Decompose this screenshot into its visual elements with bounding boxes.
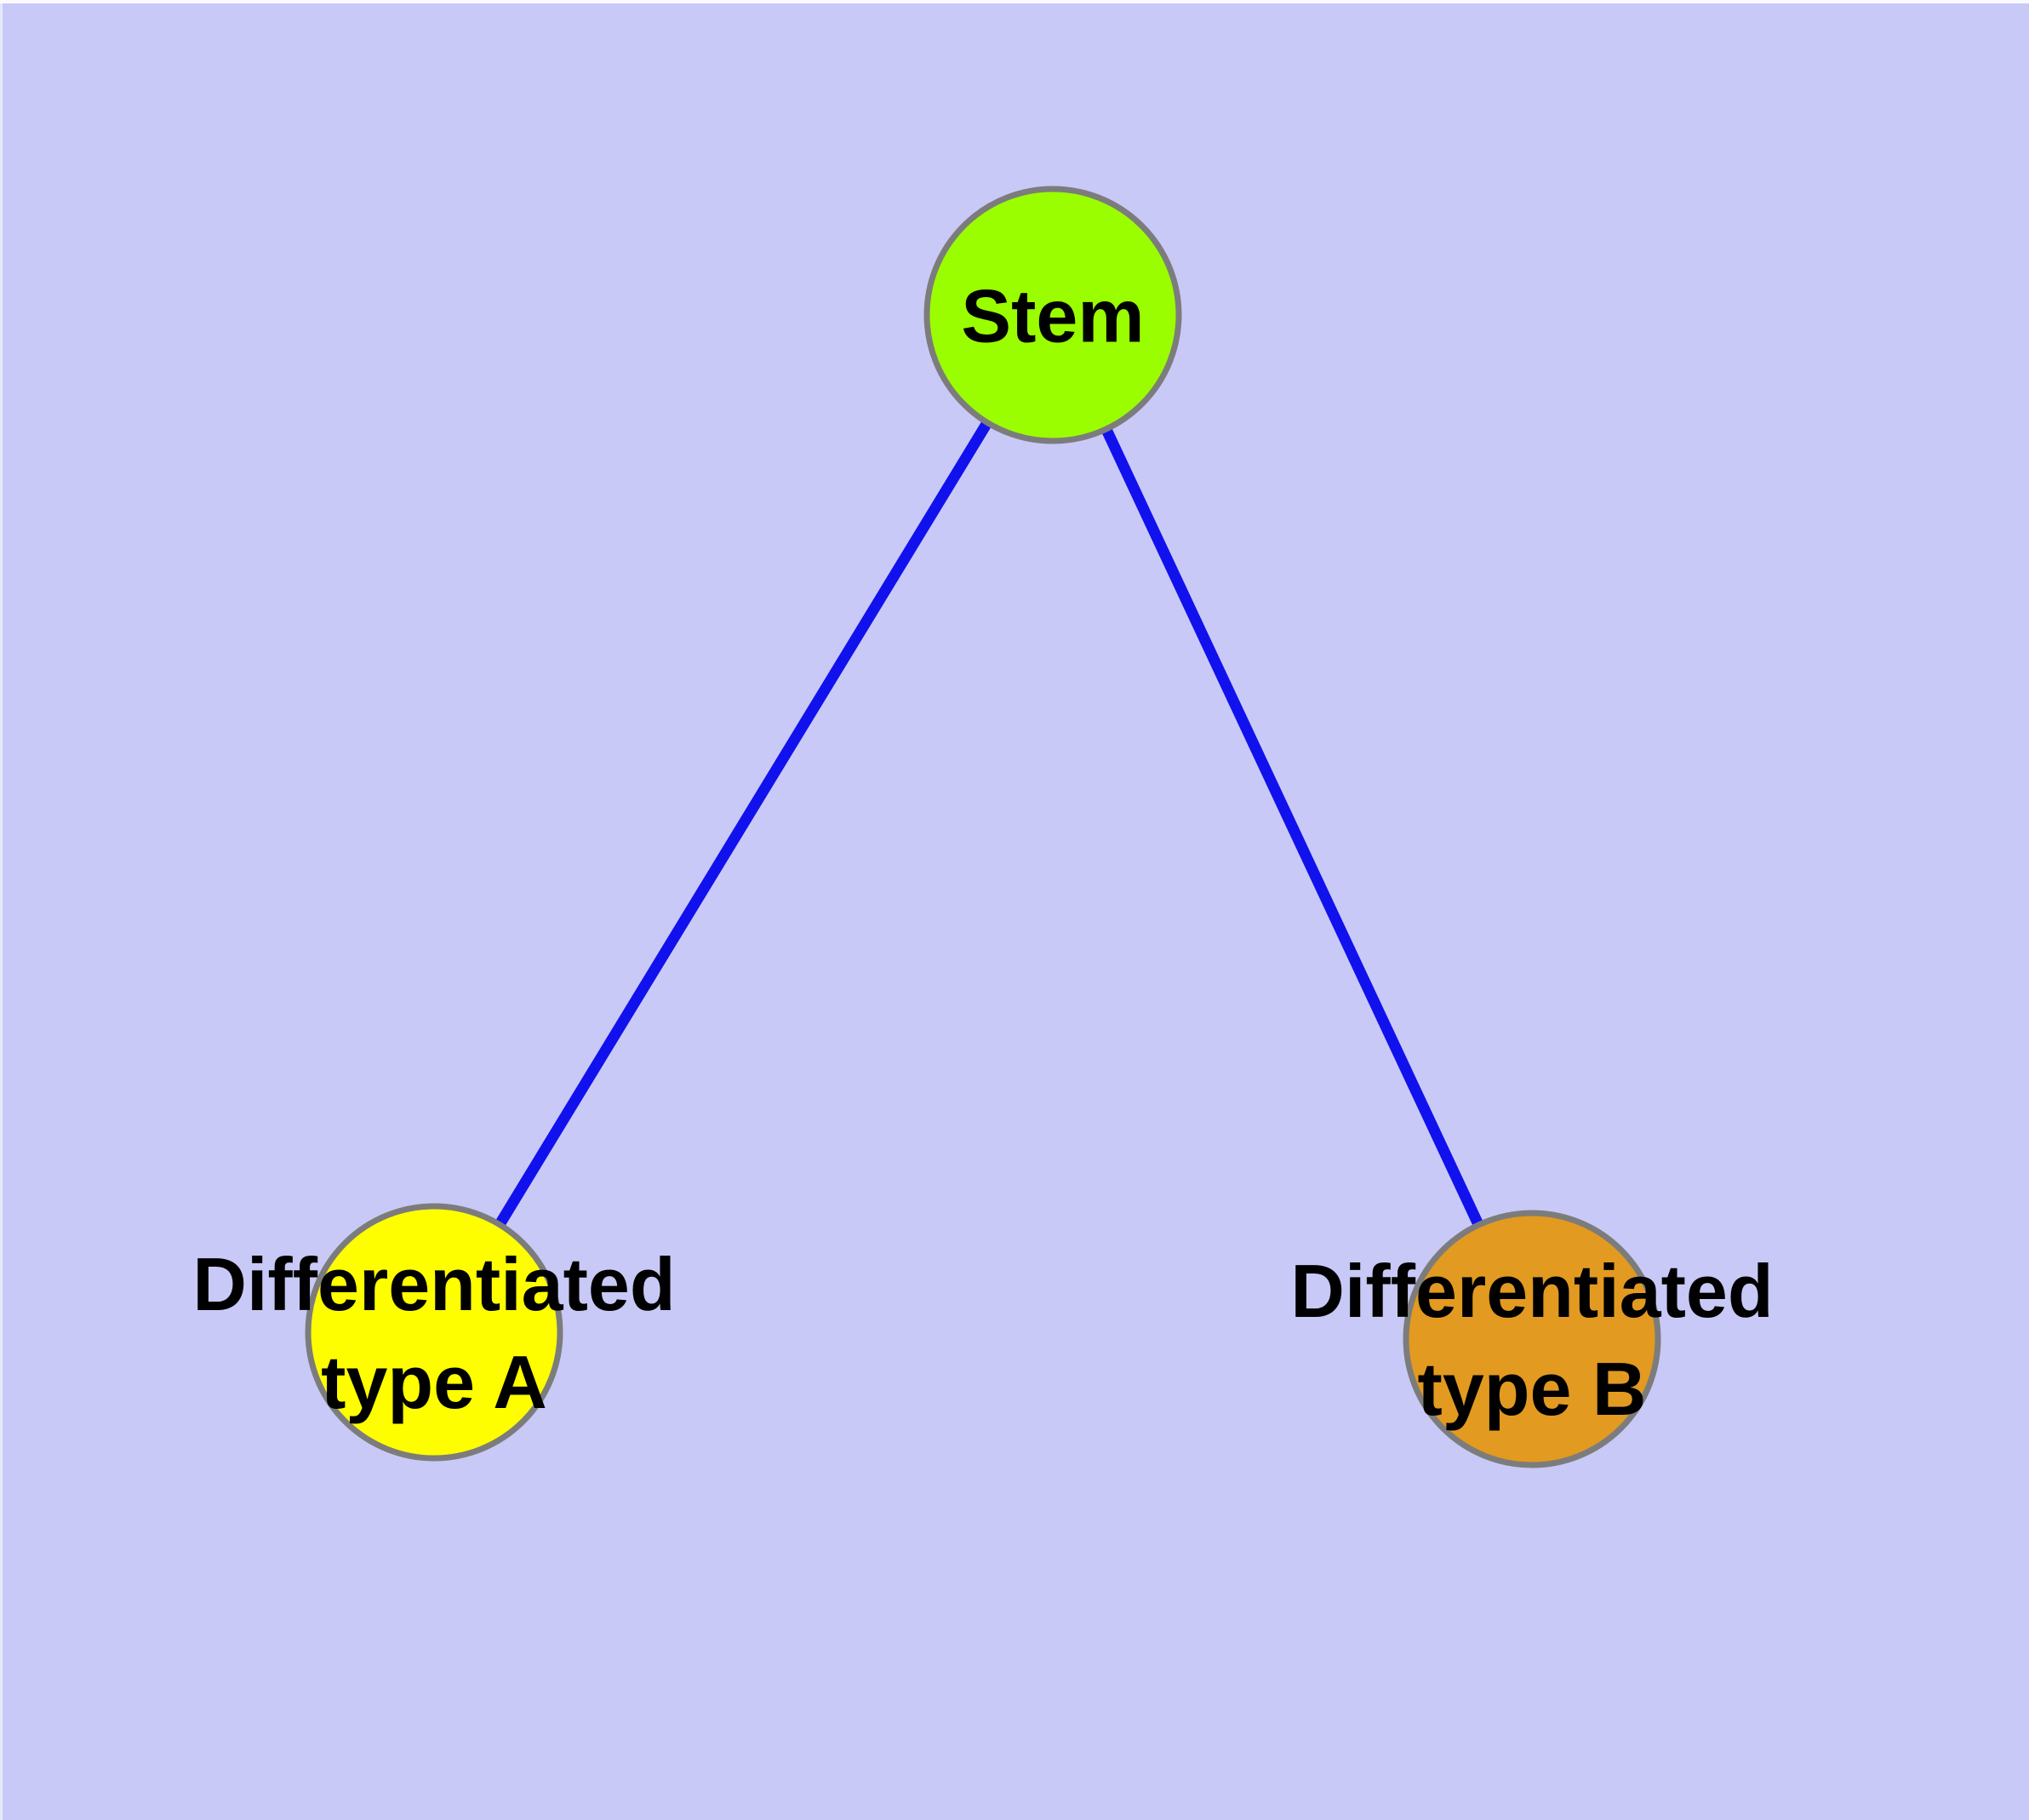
node-label-line: type B <box>1418 1347 1647 1431</box>
node-circle-stem <box>923 186 1182 444</box>
edge-stem-to-diff-b <box>1048 312 1537 1342</box>
node-label-line: Differentiated <box>1290 1249 1773 1333</box>
window-edge-highlight-top <box>0 0 2029 3</box>
node-label-line: Stem <box>961 274 1144 358</box>
node-diff-a: Differentiated type A <box>192 1203 676 1462</box>
window-edge-highlight-left <box>0 0 3 1820</box>
node-label-stem: Stem <box>961 274 1144 358</box>
node-label-diff-b: Differentiated type B <box>1290 1249 1773 1431</box>
node-circle-diff-a <box>305 1203 563 1462</box>
node-stem: Stem <box>923 186 1182 444</box>
edge-stem-to-diff-a <box>429 312 1058 1336</box>
node-circle-diff-b <box>1403 1210 1661 1468</box>
node-label-diff-a: Differentiated type A <box>192 1242 675 1424</box>
node-diff-b: Differentiated type B <box>1290 1210 1774 1468</box>
node-label-line: type A <box>321 1340 547 1424</box>
node-label-line: Differentiated <box>192 1242 675 1326</box>
edges-layer <box>429 312 1537 1342</box>
